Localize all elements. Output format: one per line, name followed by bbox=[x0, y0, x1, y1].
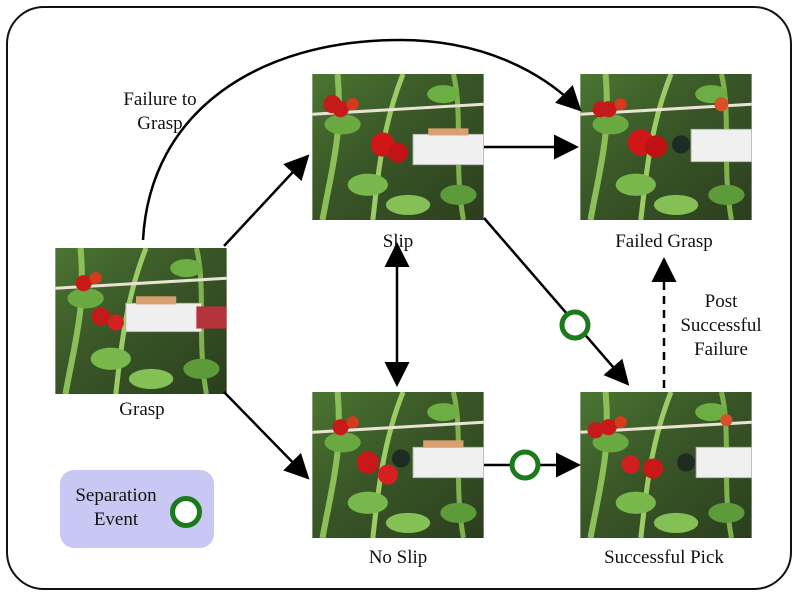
post-successful-failure-label: Post Successful Failure bbox=[680, 291, 762, 360]
grasp-to-slip-arrow bbox=[223, 154, 310, 247]
separation-event-marker-noslip-pick bbox=[509, 449, 541, 481]
successful-pick-label: Successful Pick bbox=[604, 547, 724, 568]
legend-label: Separation Event bbox=[75, 485, 157, 530]
separation-event-legend-icon bbox=[170, 496, 202, 528]
grasp-label: Grasp bbox=[119, 399, 165, 420]
slip-label: Slip bbox=[382, 231, 414, 252]
failure-to-grasp-arrow bbox=[141, 38, 582, 241]
slip-to-successful-pick-arrow bbox=[483, 217, 630, 386]
no-slip-photo bbox=[312, 392, 484, 538]
slip-photo bbox=[312, 74, 484, 220]
grasp-photo bbox=[55, 248, 226, 394]
failed-grasp-label: Failed Grasp bbox=[615, 231, 713, 252]
separation-event-marker-slip-pick bbox=[559, 309, 591, 341]
grasp-to-no-slip-arrow bbox=[223, 391, 310, 480]
failure-to-grasp-label: Failure to Grasp bbox=[123, 89, 197, 134]
failed-grasp-photo bbox=[580, 74, 752, 220]
diagram-frame bbox=[6, 6, 792, 590]
successful-pick-photo bbox=[580, 392, 752, 538]
no-slip-label: No Slip bbox=[368, 547, 428, 568]
legend-box: Separation Event bbox=[60, 470, 214, 548]
